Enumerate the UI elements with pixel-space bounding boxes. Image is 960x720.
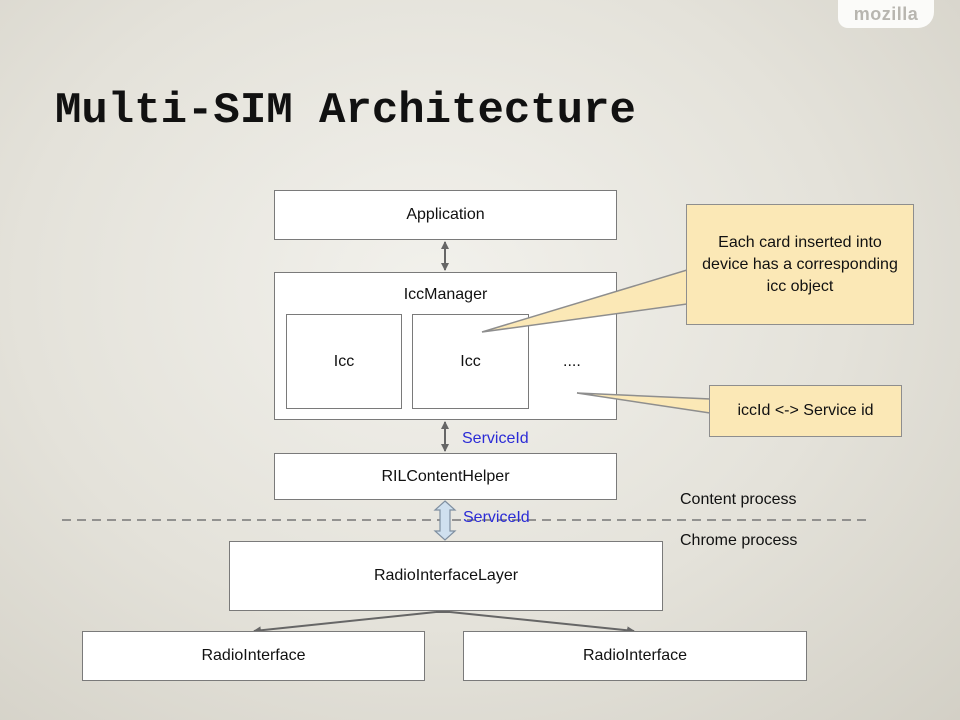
callout-icc-object-tail	[481, 268, 688, 333]
radiointerface-box-1: RadioInterface	[82, 631, 425, 681]
icc-more-ellipsis: ....	[563, 353, 581, 370]
callout-service-id-text: iccId <-> Service id	[737, 402, 874, 419]
callout-icc-object-text: Each card inserted into device has a cor…	[702, 233, 898, 295]
icc-box-1: Icc	[286, 314, 402, 409]
icc-label-1: Icc	[333, 352, 355, 370]
service-id-label-1: ServiceId	[462, 430, 529, 447]
rilcontenthelper-label: RILContentHelper	[381, 467, 510, 485]
radiointerfacelayer-label: RadioInterfaceLayer	[373, 567, 519, 584]
radiointerfacelayer-box: RadioInterfaceLayer	[229, 541, 663, 611]
radiointerface-box-2: RadioInterface	[463, 631, 807, 681]
chrome-process-label: Chrome process	[680, 532, 798, 549]
radiointerface-label-1: RadioInterface	[201, 647, 306, 664]
ril-to-radio-1-arrow	[253, 611, 437, 635]
icc-label-2: Icc	[460, 352, 481, 370]
service-id-label-2: ServiceId	[463, 509, 530, 526]
radiointerface-label-2: RadioInterface	[582, 647, 688, 664]
callout-service-id: iccId <-> Service id	[709, 385, 902, 437]
ipc-double-arrow	[433, 500, 457, 541]
callout-service-id-tail	[576, 392, 711, 414]
icc-box-2: Icc	[412, 314, 529, 409]
iccmanager-label: IccManager	[403, 286, 488, 303]
content-process-label: Content process	[680, 491, 797, 508]
ril-to-radio-2-arrow	[449, 611, 635, 635]
slide-title: Multi-SIM Architecture	[55, 86, 636, 136]
application-box: Application	[274, 190, 617, 240]
callout-icc-object: Each card inserted into device has a cor…	[686, 204, 914, 325]
application-label: Application	[406, 206, 485, 223]
rilcontenthelper-box: RILContentHelper	[274, 453, 617, 500]
mozilla-logo: mozilla	[838, 0, 934, 28]
